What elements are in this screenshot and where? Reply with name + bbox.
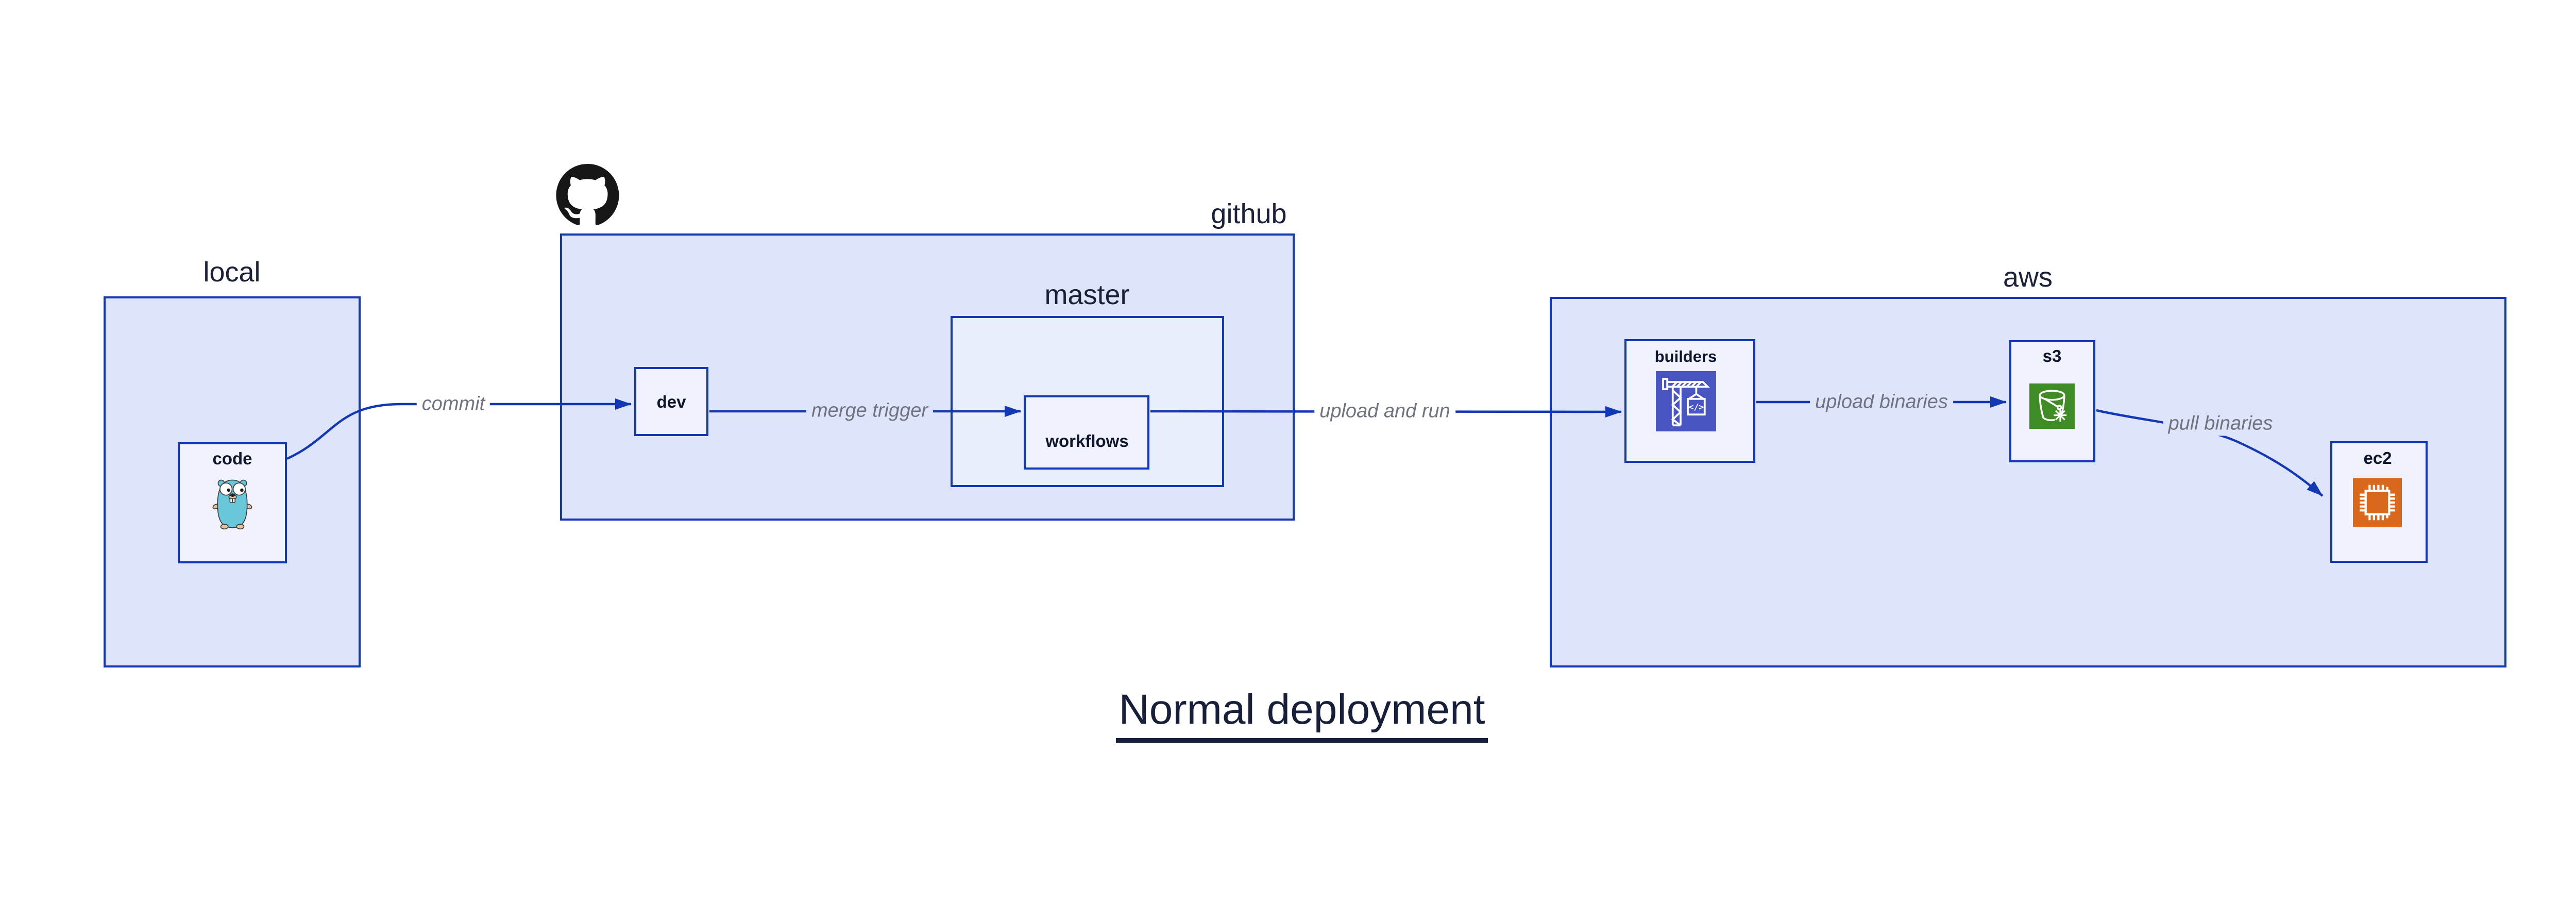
- edge-pull-binaries-label: pull binaries: [2163, 411, 2278, 436]
- code-brackets-glyph: </>: [1689, 402, 1704, 412]
- edge-upload-and-run-label: upload and run: [1314, 399, 1455, 424]
- s3-bucket-icon: [2029, 383, 2075, 429]
- node-workflows-label: workflows: [1045, 431, 1129, 450]
- go-gopher-icon: [212, 479, 252, 530]
- ec2-chip-icon: [2353, 478, 2402, 527]
- edge-upload-binaries-label: upload binaries: [1810, 390, 1953, 414]
- node-builders: [1624, 339, 1755, 463]
- codebuild-crane-icon: </>: [1656, 371, 1716, 431]
- node-s3-label: s3: [2042, 346, 2062, 365]
- zone-aws-label: aws: [2003, 262, 2053, 293]
- github-octocat-icon: [556, 164, 619, 225]
- node-workflows: [1024, 395, 1149, 470]
- node-code-label: code: [212, 449, 252, 468]
- zone-github-label: github: [1211, 198, 1287, 229]
- title-wrap: Normal deployment: [0, 686, 2576, 743]
- node-ec2-label: ec2: [2363, 448, 2392, 467]
- node-dev: [634, 367, 708, 436]
- edge-merge-trigger-label: merge trigger: [806, 398, 933, 423]
- node-dev-label: dev: [656, 392, 686, 411]
- node-builders-label: builders: [1654, 347, 1717, 365]
- box-master-label: master: [1044, 279, 1130, 310]
- zone-local-label: local: [203, 257, 261, 288]
- diagram-title: Normal deployment: [1115, 686, 1488, 743]
- edge-commit-label: commit: [416, 392, 490, 416]
